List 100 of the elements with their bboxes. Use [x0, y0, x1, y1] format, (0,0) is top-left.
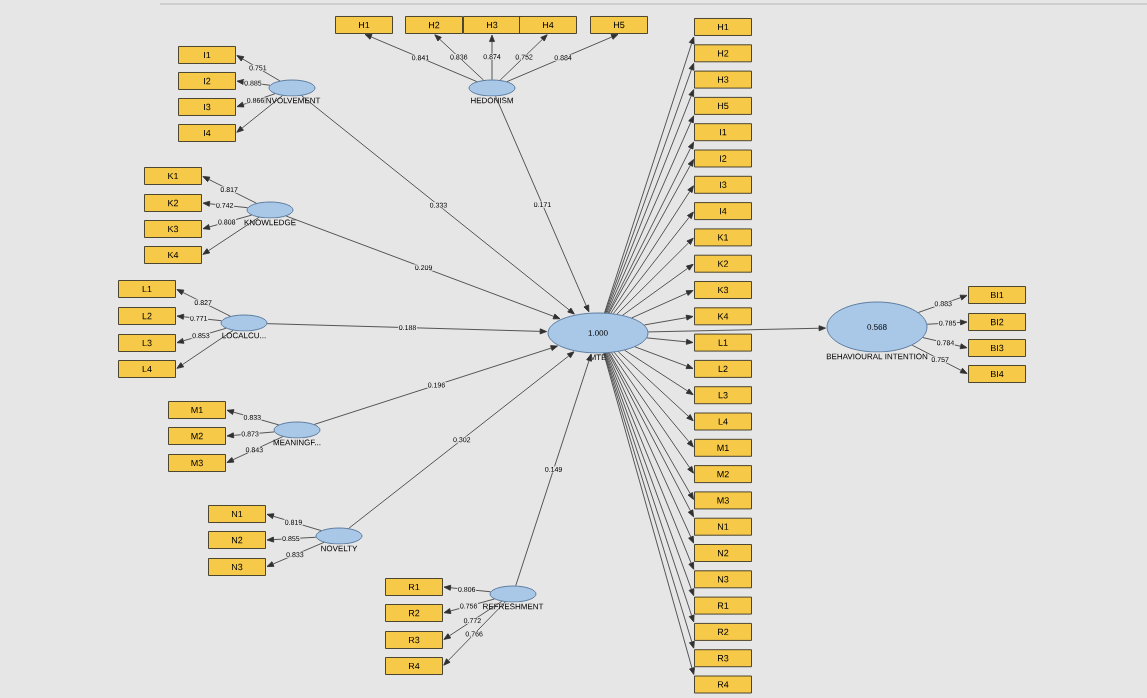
indicator-box: H3: [463, 16, 521, 34]
arrow: [301, 95, 575, 315]
arrow: [348, 351, 575, 529]
indicator-box: I1: [694, 123, 752, 142]
arrow: [634, 346, 694, 369]
arrow: [926, 319, 968, 326]
indicator-box: M3: [694, 491, 752, 510]
indicator-box: L2: [694, 359, 752, 378]
indicator-box: R1: [694, 596, 752, 615]
arrow: [285, 215, 561, 320]
indicator-box: L4: [694, 412, 752, 431]
indicator-box: R4: [694, 675, 752, 694]
indicator-box: R2: [694, 622, 752, 641]
indicator-box: N3: [208, 558, 266, 576]
arrow: [226, 436, 284, 463]
arrow: [202, 214, 252, 230]
arrow: [364, 34, 478, 82]
indicator-box: N1: [208, 505, 266, 523]
arrow: [176, 313, 222, 322]
indicator-box: R3: [694, 649, 752, 668]
arrow: [443, 598, 495, 614]
indicator-box: BI2: [968, 313, 1026, 331]
arrow: [611, 352, 694, 474]
indicator-box: I2: [178, 72, 236, 90]
indicator-box: H4: [519, 16, 577, 34]
arrow: [226, 431, 275, 439]
indicator-box: M1: [694, 438, 752, 457]
node-label: NOVELTY: [321, 545, 358, 552]
arrow: [236, 95, 283, 133]
node-label: INVOLVEMENT: [264, 97, 321, 104]
indicator-box: H5: [590, 16, 648, 34]
arrow: [176, 289, 231, 317]
arrow: [624, 349, 694, 395]
arrow: [226, 409, 279, 426]
indicator-box: BI1: [968, 286, 1026, 304]
arrow: [647, 325, 826, 333]
indicator-box: I4: [694, 202, 752, 221]
indicator-box: M2: [168, 427, 226, 445]
arrow: [236, 55, 281, 82]
arrow: [176, 327, 227, 344]
indicator-box: N2: [694, 544, 752, 562]
arrow: [443, 584, 491, 593]
indicator-box: I3: [178, 98, 236, 116]
node-label: LOCALCU...: [222, 332, 266, 339]
arrow: [506, 34, 619, 82]
indicator-box: H3: [694, 70, 752, 89]
indicator-box: N1: [694, 517, 752, 536]
arrow: [631, 290, 694, 319]
arrow: [202, 200, 248, 209]
indicator-box: I4: [178, 124, 236, 142]
arrow: [443, 601, 506, 666]
arrow: [266, 536, 317, 543]
arrow: [176, 330, 234, 369]
indicator-box: BI3: [968, 339, 1026, 357]
arrow: [515, 353, 592, 587]
indicator-box: L1: [118, 280, 176, 298]
arrow: [202, 176, 257, 204]
arrow: [617, 351, 694, 422]
indicator-box: K1: [694, 228, 752, 247]
indicator-box: R3: [385, 631, 443, 649]
arrow: [917, 294, 968, 313]
node-label: HEDONISM: [471, 97, 513, 104]
indicator-box: R1: [385, 578, 443, 596]
indicator-box: K1: [144, 167, 202, 185]
indicator-box: K3: [144, 220, 202, 238]
indicator-box: M2: [694, 465, 752, 484]
indicator-box: N2: [208, 531, 266, 549]
indicator-box: L2: [118, 307, 176, 325]
node-label: REFRESHMENT: [483, 603, 544, 610]
indicator-box: H1: [335, 16, 393, 34]
indicator-box: H5: [694, 96, 752, 115]
arrow: [443, 601, 503, 640]
arrow: [646, 337, 694, 345]
arrow: [266, 513, 322, 531]
arrow: [236, 79, 271, 86]
indicator-box: R2: [385, 604, 443, 622]
indicator-box: L3: [118, 334, 176, 352]
arrow: [622, 263, 694, 316]
indicator-box: I1: [178, 46, 236, 64]
arrow: [612, 211, 694, 314]
indicator-box: K2: [144, 194, 202, 212]
indicator-box: L4: [118, 360, 176, 378]
arrow: [434, 34, 484, 81]
indicator-box: K2: [694, 254, 752, 273]
arrow: [266, 323, 547, 335]
indicator-box: H1: [694, 18, 752, 36]
arrow: [610, 185, 694, 314]
indicator-box: H2: [405, 16, 463, 34]
arrow: [616, 237, 694, 315]
indicator-box: N3: [694, 570, 752, 589]
arrow: [314, 345, 558, 425]
indicator-box: I2: [694, 149, 752, 168]
arrow: [202, 217, 260, 255]
indicator-box: M3: [168, 454, 226, 472]
indicator-box: H2: [694, 44, 752, 63]
arrow: [643, 314, 694, 326]
indicator-box: I3: [694, 175, 752, 194]
arrow: [236, 93, 276, 108]
indicator-box: K4: [144, 246, 202, 264]
arrow: [489, 34, 495, 80]
